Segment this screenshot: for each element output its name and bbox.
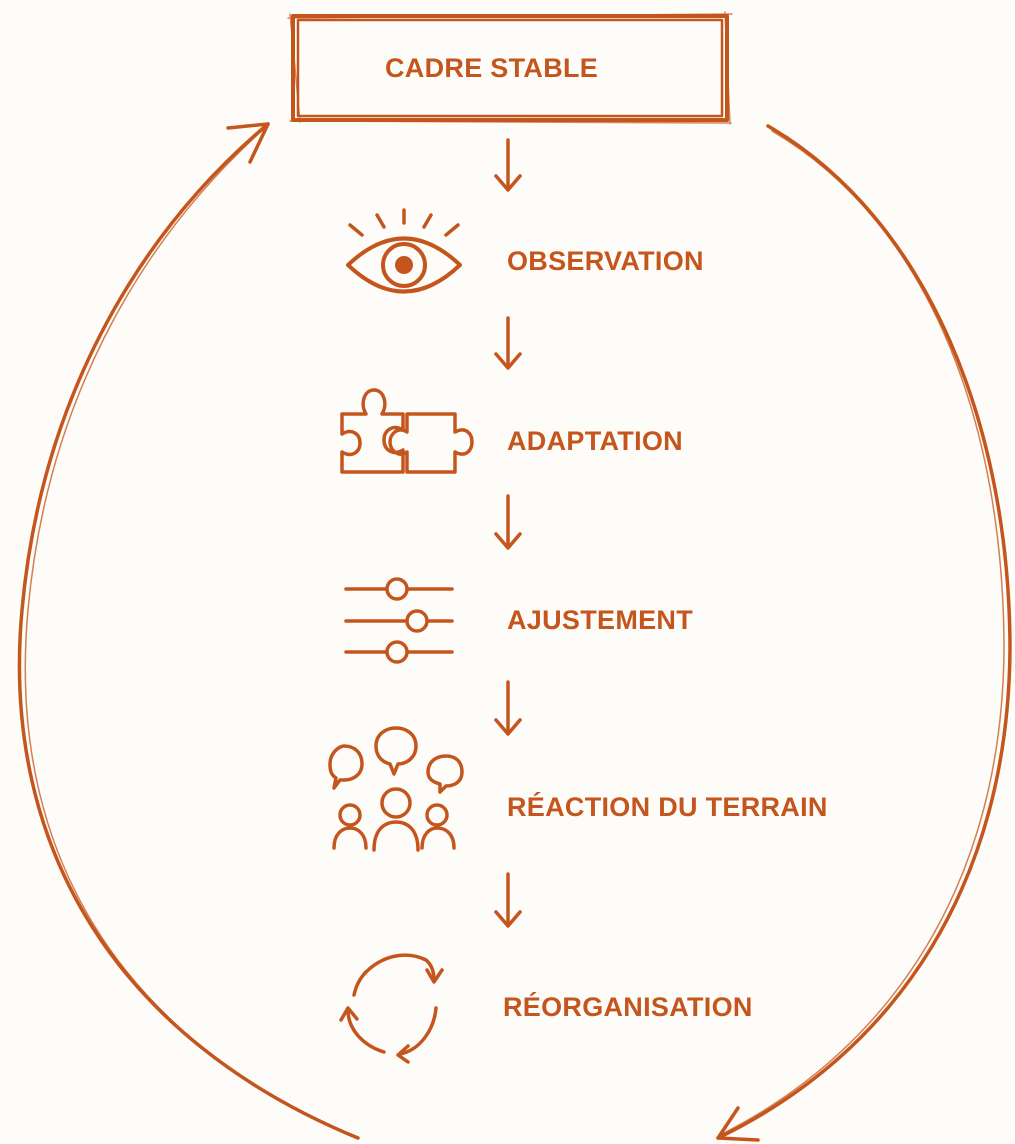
loop-arrow-right	[716, 124, 1012, 1142]
header-frame	[287, 11, 733, 125]
step-label-observation: OBSERVATION	[507, 246, 704, 276]
loop-arrow-left	[17, 122, 360, 1140]
people-talking-icon	[328, 726, 464, 852]
step-label-reaction-du-terrain: RÉACTION DU TERRAIN	[507, 792, 828, 822]
cycle-arrows-icon	[339, 953, 444, 1064]
step-label-ajustement: AJUSTEMENT	[507, 605, 694, 635]
down-arrow	[494, 872, 522, 928]
down-arrow	[494, 494, 522, 550]
eye-icon	[346, 208, 462, 294]
sliders-icon	[344, 577, 454, 664]
down-arrow	[494, 316, 522, 370]
header-title: CADRE STABLE	[385, 53, 599, 83]
step-label-reorganisation: RÉORGANISATION	[503, 992, 753, 1022]
down-arrow	[494, 138, 522, 192]
puzzle-icon	[340, 388, 474, 474]
down-arrow	[494, 680, 522, 736]
step-label-adaptation: ADAPTATION	[507, 426, 683, 456]
